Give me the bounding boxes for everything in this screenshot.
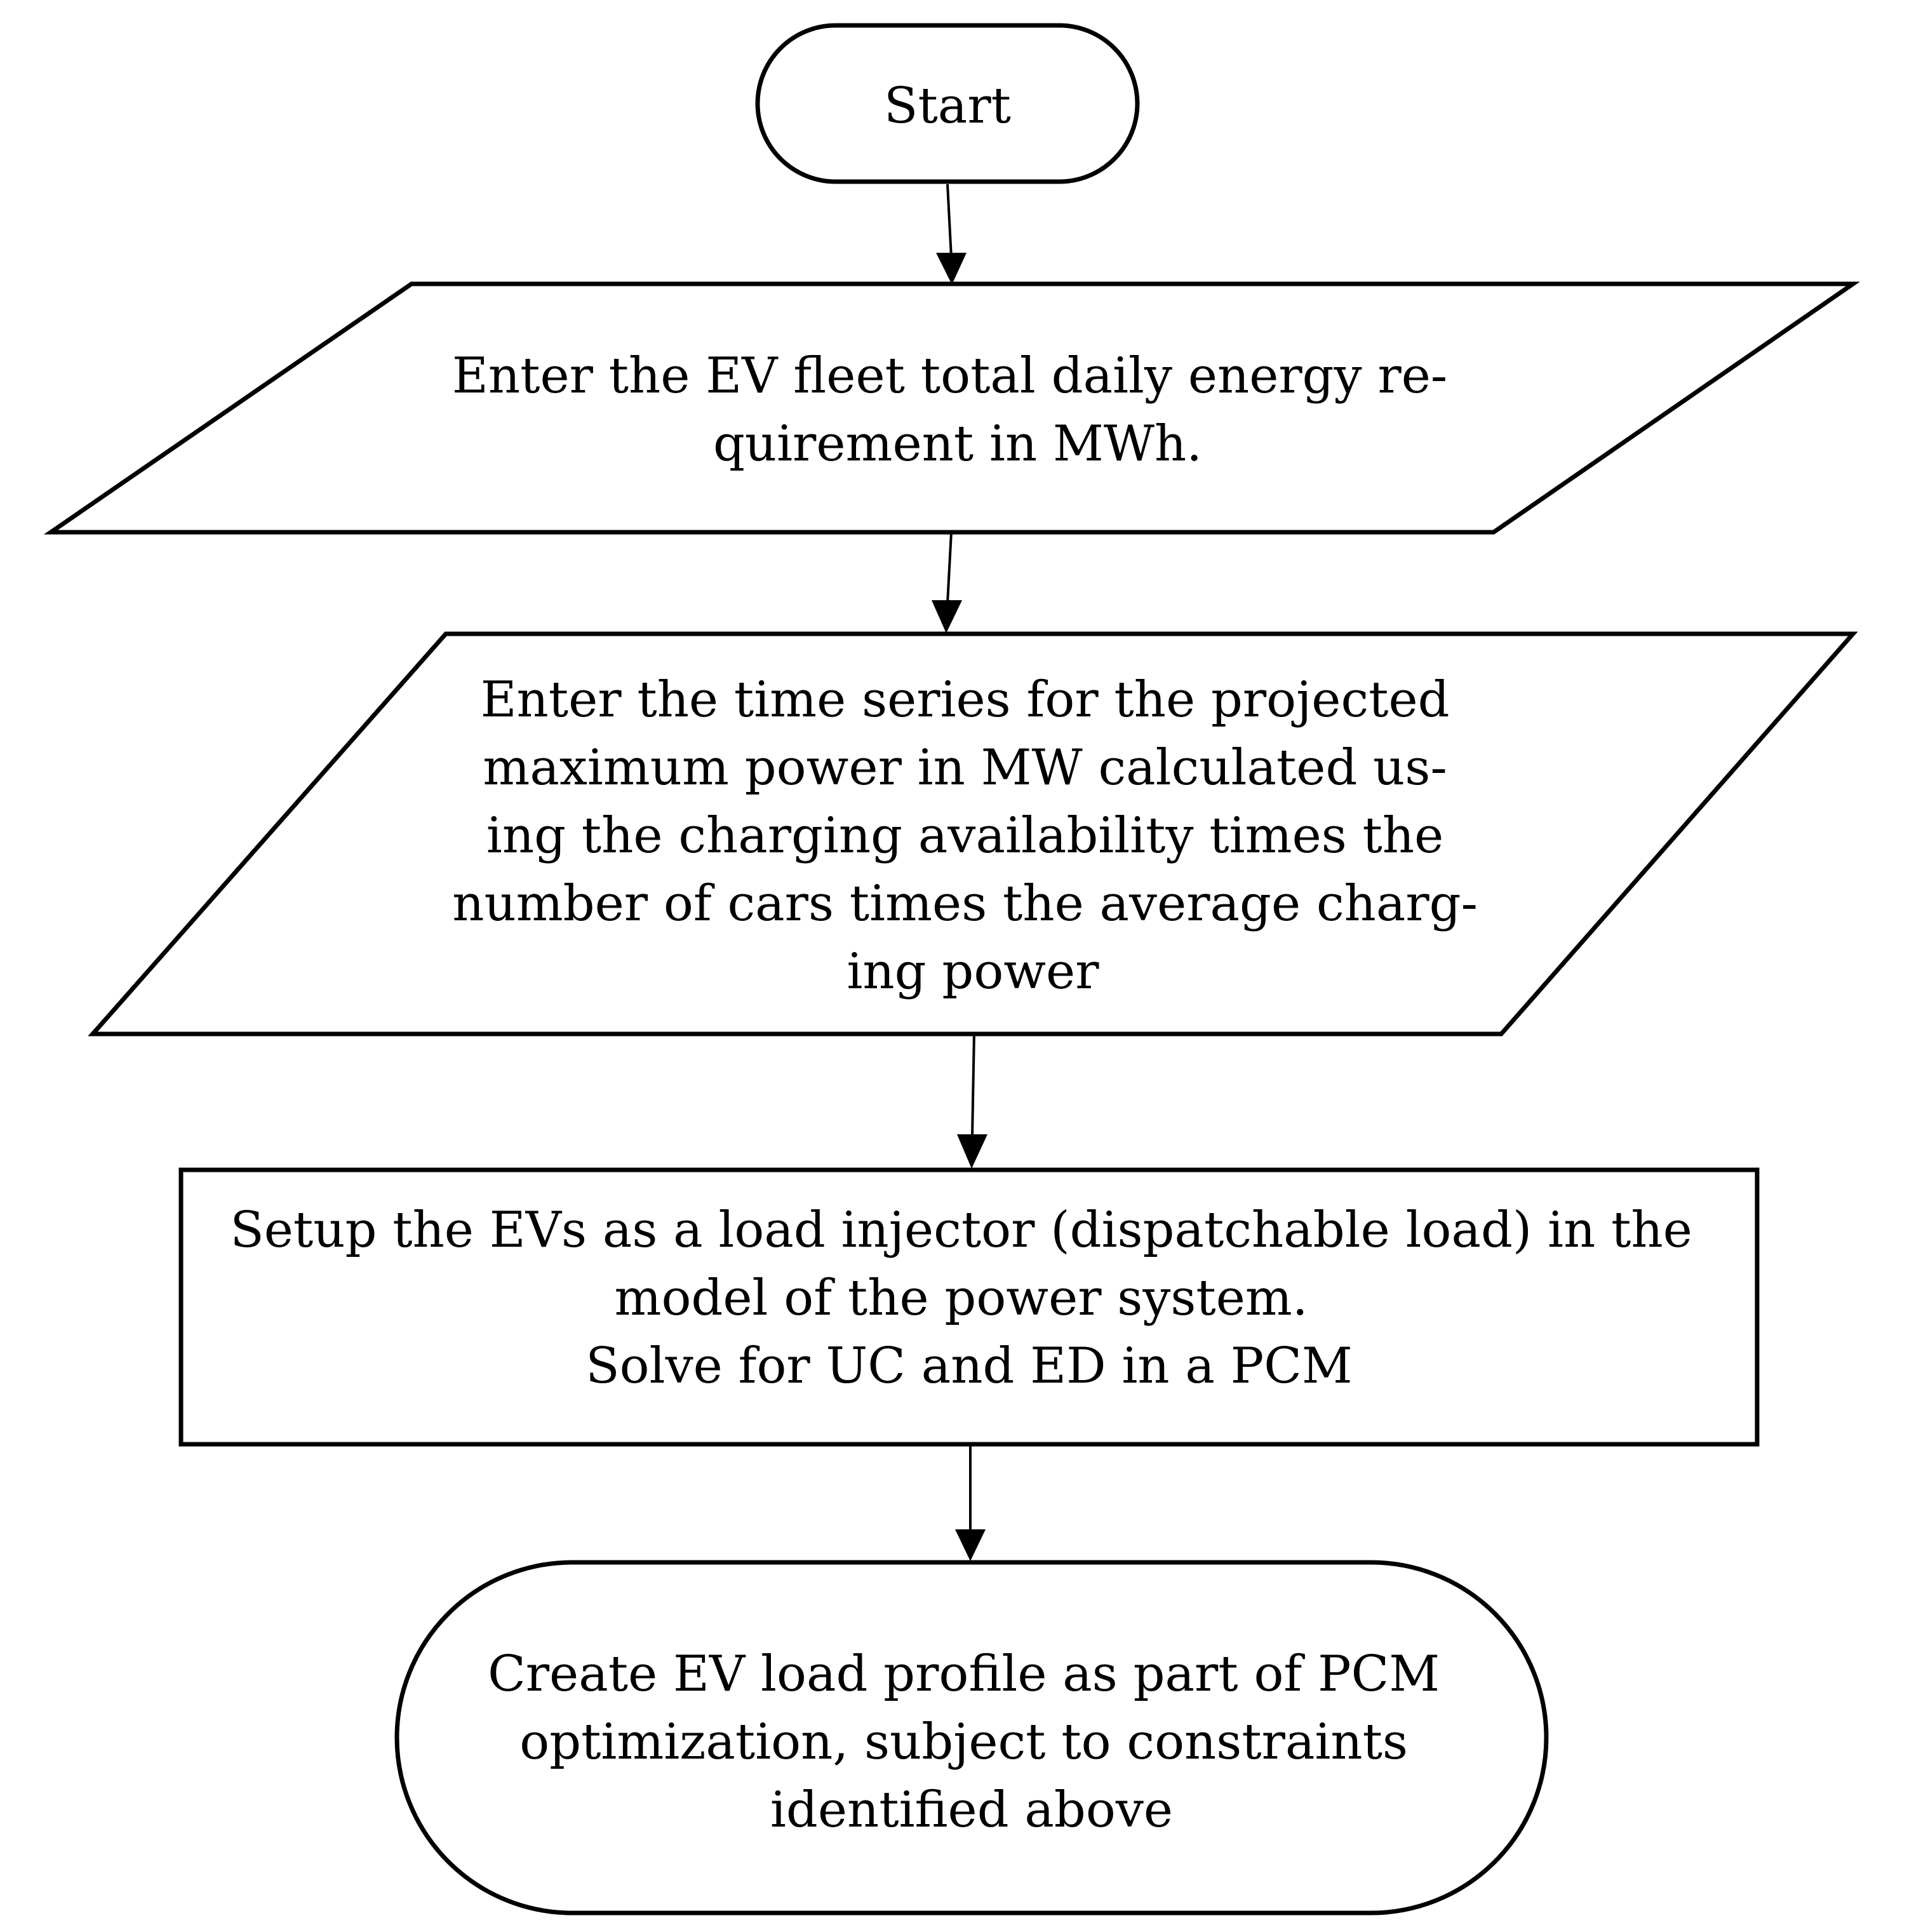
- power-series-input-label: Enter the time series for the projected …: [452, 671, 1494, 1000]
- start-terminator: Start: [755, 23, 1140, 184]
- power-series-input-parallelogram: Enter the time series for the projected …: [88, 631, 1858, 1036]
- power-series-input-shape: [88, 631, 1858, 1036]
- connector-energy-to-power-series: [932, 532, 962, 633]
- start-label: Start: [884, 77, 1011, 135]
- energy-input-shape: [43, 281, 1861, 535]
- connector-start-to-energy: [936, 184, 967, 285]
- setup-process-shape: [178, 1167, 1760, 1447]
- setup-process-rectangle: Setup the EVs as a load injector (dispat…: [178, 1167, 1760, 1447]
- start-shape: [755, 23, 1140, 184]
- profile-terminator: Create EV load profile as part of PCM op…: [394, 1560, 1549, 1915]
- connector-setup-to-profile: [955, 1444, 986, 1561]
- energy-input-parallelogram: Enter the EV fleet total daily energy re…: [43, 281, 1861, 535]
- profile-terminator-label: Create EV load profile as part of PCM op…: [488, 1646, 1455, 1839]
- energy-input-label: Enter the EV fleet total daily energy re…: [452, 347, 1463, 473]
- setup-process-label: Setup the EVs as a load injector (dispat…: [230, 1202, 1708, 1395]
- connector-power-series-to-setup: [957, 1033, 987, 1169]
- profile-terminator-shape: [394, 1560, 1549, 1915]
